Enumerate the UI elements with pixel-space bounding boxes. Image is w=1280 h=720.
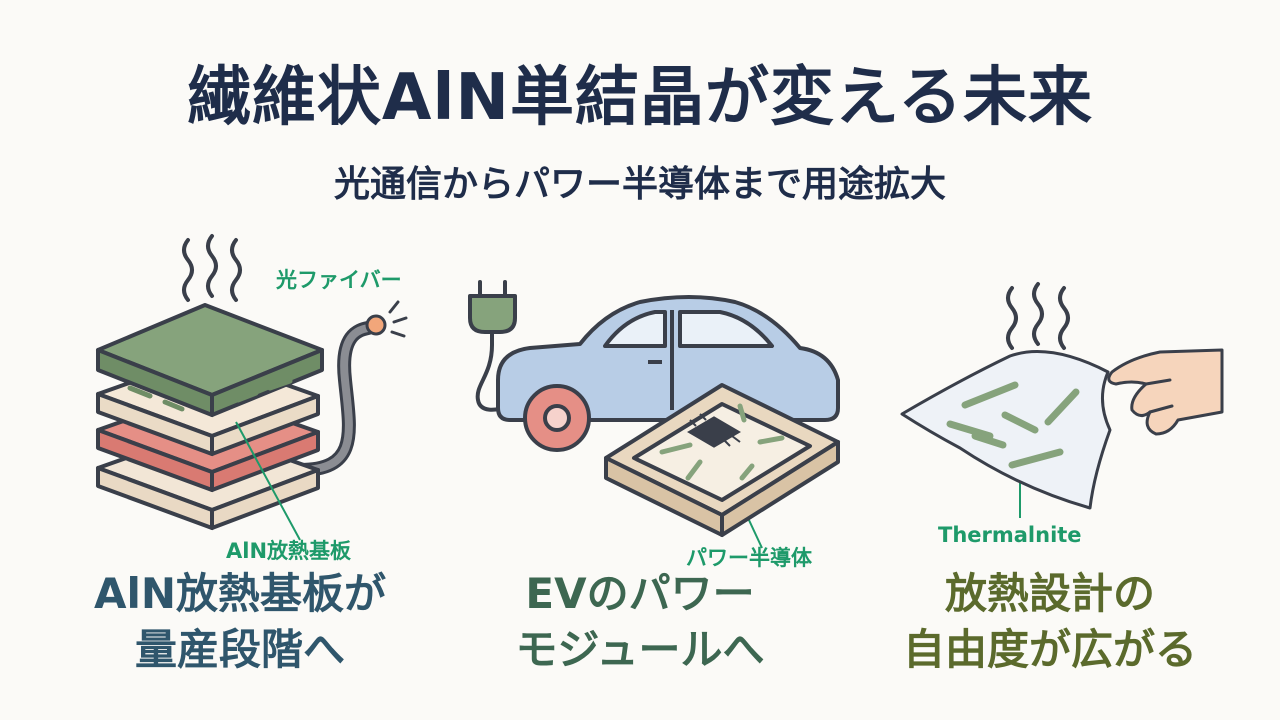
callout-power-semi: パワー半導体 — [686, 546, 812, 570]
callout-substrate: AlN放熱基板 — [226, 539, 352, 563]
caption-left-line2: 量産段階へ — [134, 625, 345, 674]
page-title: 繊維状AlN単結晶が変える未来 — [186, 61, 1094, 135]
plug-icon — [468, 280, 517, 412]
optical-fiber-icon — [293, 300, 408, 477]
sheet-fibers — [946, 381, 1080, 469]
chip-icon — [687, 413, 741, 448]
caption-left-line1: AlN放熱基板が — [93, 569, 387, 618]
caption-right: 放熱設計の 自由度が広がる — [840, 566, 1260, 678]
car-icon — [496, 295, 840, 452]
caption-center-line2: モジュールへ — [515, 625, 765, 674]
callout-thermalnite: Thermalnite — [938, 523, 1082, 547]
callout-line-substrate — [235, 421, 301, 541]
caption-right-line1: 放熱設計の — [944, 569, 1155, 618]
callout-fiber: 光ファイバー — [276, 268, 402, 292]
caption-left: AlN放熱基板が 量産段階へ — [40, 566, 440, 678]
caption-center-line1: EVのパワー — [525, 569, 755, 618]
fiber-strands — [127, 378, 293, 412]
heat-waves-icon — [1006, 282, 1070, 350]
hand-icon — [1107, 348, 1224, 436]
module-fibers — [659, 403, 785, 481]
heat-waves-icon — [182, 234, 242, 302]
flexible-sheet-icon — [900, 350, 1112, 510]
page-subtitle: 光通信からパワー半導体まで用途拡大 — [333, 164, 946, 205]
caption-right-line2: 自由度が広がる — [902, 625, 1197, 674]
substrate-stack-icon — [96, 303, 324, 530]
caption-center: EVのパワー モジュールへ — [440, 566, 840, 678]
power-module-icon — [604, 383, 840, 537]
